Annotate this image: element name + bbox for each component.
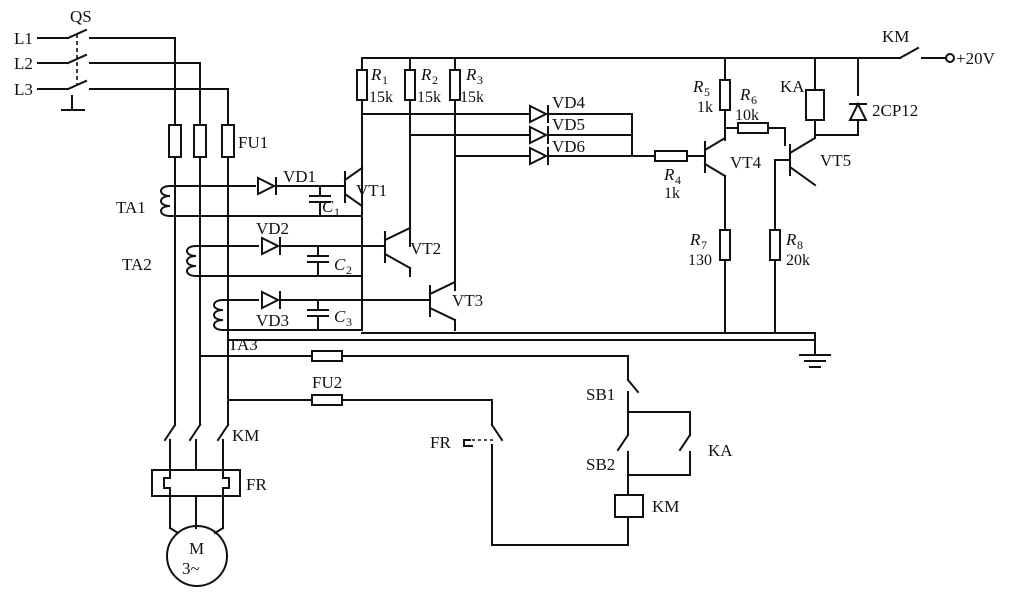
label-fu1: FU1 (238, 133, 268, 152)
label-r1: R (370, 65, 382, 84)
label-km-main: KM (232, 426, 259, 445)
ground-rail (227, 332, 831, 368)
label-r7-sub: 7 (701, 238, 707, 252)
vt4-transistor (703, 136, 727, 231)
label-c3-sub: 3 (346, 315, 352, 329)
label-r1-sub: 1 (382, 73, 388, 87)
label-km-top: KM (882, 27, 909, 46)
label-c3: C (334, 307, 346, 326)
label-qs: QS (70, 7, 92, 26)
label-r6-sub: 6 (751, 93, 757, 107)
label-r7: R (689, 230, 701, 249)
label-vd1: VD1 (283, 167, 316, 186)
label-r4: R (663, 165, 675, 184)
value-r7: 130 (688, 252, 712, 269)
label-vd4: VD4 (552, 93, 586, 112)
label-r4-sub: 4 (675, 173, 681, 187)
label-vd2: VD2 (256, 219, 289, 238)
vt2-transistor (383, 226, 412, 277)
ta2-coil (186, 244, 361, 278)
power-lines (37, 28, 235, 426)
r5-resistor (719, 57, 731, 141)
vd4-vd6-diodes (361, 104, 656, 166)
r6-resistor (724, 122, 786, 146)
ka-relay-coil (805, 57, 825, 121)
label-c2-sub: 2 (346, 263, 352, 277)
label-vd6: VD6 (552, 137, 585, 156)
value-r2: 15k (417, 89, 441, 106)
label-r3-sub: 3 (477, 73, 483, 87)
label-r2: R (420, 65, 432, 84)
label-vt3: VT3 (452, 291, 483, 310)
motor (166, 525, 228, 587)
control-circuit (199, 350, 692, 546)
motor-phase: 3~ (182, 559, 200, 578)
label-ta2: TA2 (122, 255, 152, 274)
label-sb2: SB2 (586, 455, 615, 474)
r4-resistor (654, 150, 706, 162)
label-vt4: VT4 (730, 153, 762, 172)
label-c1: C (322, 197, 334, 216)
label-vd3: VD3 (256, 311, 289, 330)
label-r5: R (692, 77, 704, 96)
label-supply: +20V (956, 49, 996, 68)
ta3-coil (213, 298, 361, 332)
label-ta3: TA3 (228, 335, 258, 354)
zener-2cp12 (814, 57, 868, 136)
r8-resistor (769, 229, 781, 334)
label-l2: L2 (14, 54, 33, 73)
label-ka-contact: KA (708, 441, 733, 460)
label-vt5: VT5 (820, 151, 851, 170)
vd2-diode (261, 236, 386, 256)
label-zener: 2CP12 (872, 101, 918, 120)
label-fr-relay: FR (246, 475, 267, 494)
value-r6: 10k (735, 107, 759, 124)
label-r8: R (785, 230, 797, 249)
label-vt1: VT1 (356, 181, 387, 200)
value-r8: 20k (786, 252, 810, 269)
value-r3: 15k (460, 89, 484, 106)
vt1-transistor (343, 166, 364, 217)
label-fu2: FU2 (312, 373, 342, 392)
label-r2-sub: 2 (432, 73, 438, 87)
label-sb1: SB1 (586, 385, 615, 404)
value-r5: 1k (697, 99, 713, 116)
label-c1-sub: 1 (334, 205, 340, 219)
km-main-contacts (163, 423, 230, 471)
c2-capacitor (307, 245, 329, 277)
label-r3: R (465, 65, 477, 84)
label-r5-sub: 5 (704, 85, 710, 99)
label-l3: L3 (14, 80, 33, 99)
value-r1: 15k (369, 89, 393, 106)
fr-thermal-relay (151, 469, 241, 529)
r7-resistor (719, 229, 731, 334)
vt5-transistor (774, 119, 817, 231)
label-c2: C (334, 255, 346, 274)
c1-capacitor (309, 185, 331, 217)
ta1-coil (160, 184, 361, 218)
vt3-transistor (428, 280, 457, 331)
vd3-diode (261, 290, 431, 310)
value-r4: 1k (664, 185, 680, 202)
label-fr-contact: FR (430, 433, 451, 452)
label-vd5: VD5 (552, 115, 585, 134)
label-vt2: VT2 (410, 239, 441, 258)
label-r6: R (739, 85, 751, 104)
label-ta1: TA1 (116, 198, 146, 217)
label-km-coil: KM (652, 497, 679, 516)
vd1-diode (257, 176, 346, 196)
motor-m: M (189, 539, 204, 558)
supply-rail (361, 46, 955, 63)
label-r8-sub: 8 (797, 238, 803, 252)
label-l1: L1 (14, 29, 33, 48)
c3-capacitor (307, 299, 329, 331)
label-ka-relay: KA (780, 77, 805, 96)
